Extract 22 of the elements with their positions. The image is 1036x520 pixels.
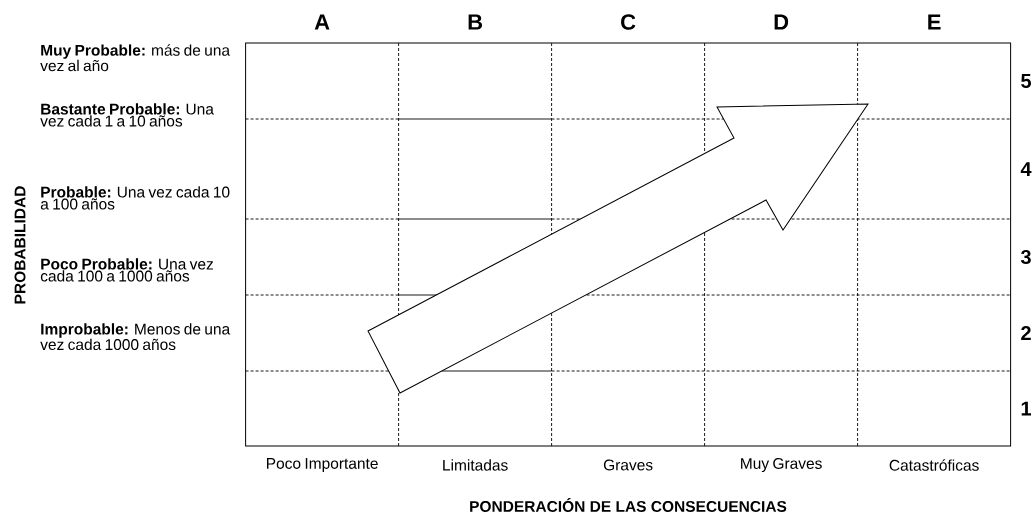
column-label: Muy Graves — [741, 458, 822, 473]
column-label: Graves — [603, 459, 653, 471]
row-number: 3 — [1020, 249, 1031, 265]
column-label: Limitadas — [443, 459, 508, 471]
row-description: Probable: Una vez cada 10 a 100 años — [40, 186, 230, 210]
row-description: Muy Probable: más de una vez al año — [40, 44, 231, 72]
row-number: 1 — [1021, 401, 1031, 416]
column-label: Catastróficas — [889, 459, 979, 471]
row-description: Bastante Probable: Una vez cada 1 a 10 años — [40, 103, 214, 127]
row-description: Poco Probable: Una vez cada 100 a 1000 años — [40, 258, 213, 282]
column-letter: D — [774, 14, 789, 30]
row-number: 4 — [1020, 162, 1032, 176]
row-description: Improbable: Menos de una vez cada 1000 años — [40, 323, 231, 351]
column-letter: E — [928, 14, 941, 30]
column-letter: C — [621, 14, 636, 30]
column-letter: B — [468, 14, 483, 30]
column-letter: A — [314, 14, 330, 30]
axis-title: PROBABILIDAD — [14, 186, 26, 304]
column-label: Poco Importante — [267, 458, 378, 472]
row-number: 5 — [1021, 74, 1031, 88]
row-number: 2 — [1021, 326, 1031, 340]
axis-title: PONDERACIÓN DE LAS CONSECUENCIAS — [470, 498, 787, 512]
